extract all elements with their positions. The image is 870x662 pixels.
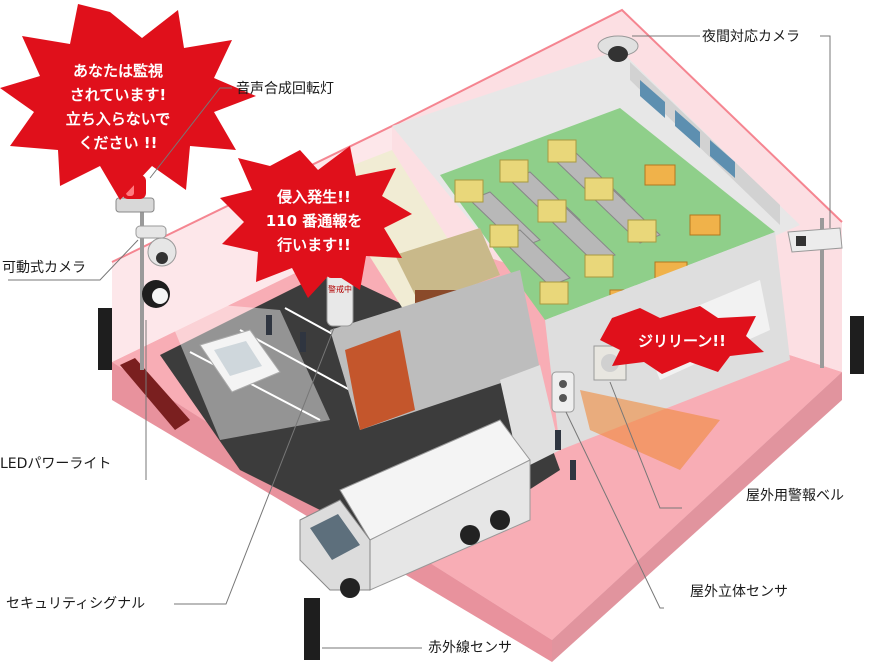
- bell-burst: ジリリーン!!: [600, 306, 764, 374]
- bell-burst-text: ジリリーン!!: [638, 332, 726, 350]
- dome-camera-icon: [597, 35, 639, 62]
- label-rotating-light: 音声合成回転灯: [236, 80, 334, 97]
- signal-text-1: 警戒中: [328, 284, 352, 294]
- bullet-camera-icon: [787, 218, 843, 368]
- 3d-sensor-icon: [551, 371, 575, 413]
- intrusion-line-1: 侵入発生!!: [276, 188, 351, 206]
- intrusion-line-3: 行います!!: [276, 236, 351, 254]
- label-infrared-sensor: 赤外線センサ: [428, 640, 512, 656]
- people: [266, 315, 576, 480]
- leader-lines: [8, 35, 831, 649]
- label-night-camera: 夜間対応カメラ: [702, 29, 800, 45]
- warning-line-2: されています!: [70, 86, 166, 104]
- parked-car: [199, 329, 281, 393]
- ptz-camera-icon: [135, 225, 177, 267]
- warning-line-1: あなたは監視: [73, 62, 163, 80]
- label-led-light: LEDパワーライト: [0, 456, 111, 472]
- intrusion-line-2: 110 番通報を: [266, 212, 363, 230]
- label-outdoor-sensor: 屋外立体センサ: [690, 584, 788, 600]
- led-light-icon: [142, 280, 170, 308]
- warning-burst: あなたは監視 されています! 立ち入らないで ください !!: [0, 4, 256, 200]
- warning-line-3: 立ち入らないで: [66, 110, 171, 128]
- label-ptz-camera: 可動式カメラ: [2, 260, 86, 276]
- infrared-sensor-icon: [98, 308, 864, 660]
- label-security-signal: セキュリティシグナル: [6, 596, 145, 612]
- warning-line-4: ください !!: [79, 134, 158, 152]
- label-outdoor-bell: 屋外用警報ベル: [746, 488, 844, 504]
- hedge: [120, 358, 190, 430]
- bell-sound-beam: [580, 390, 720, 470]
- device-pole: [140, 210, 144, 370]
- intrusion-burst: 侵入発生!! 110 番通報を 行います!!: [220, 146, 412, 298]
- delivery-truck: [299, 419, 531, 598]
